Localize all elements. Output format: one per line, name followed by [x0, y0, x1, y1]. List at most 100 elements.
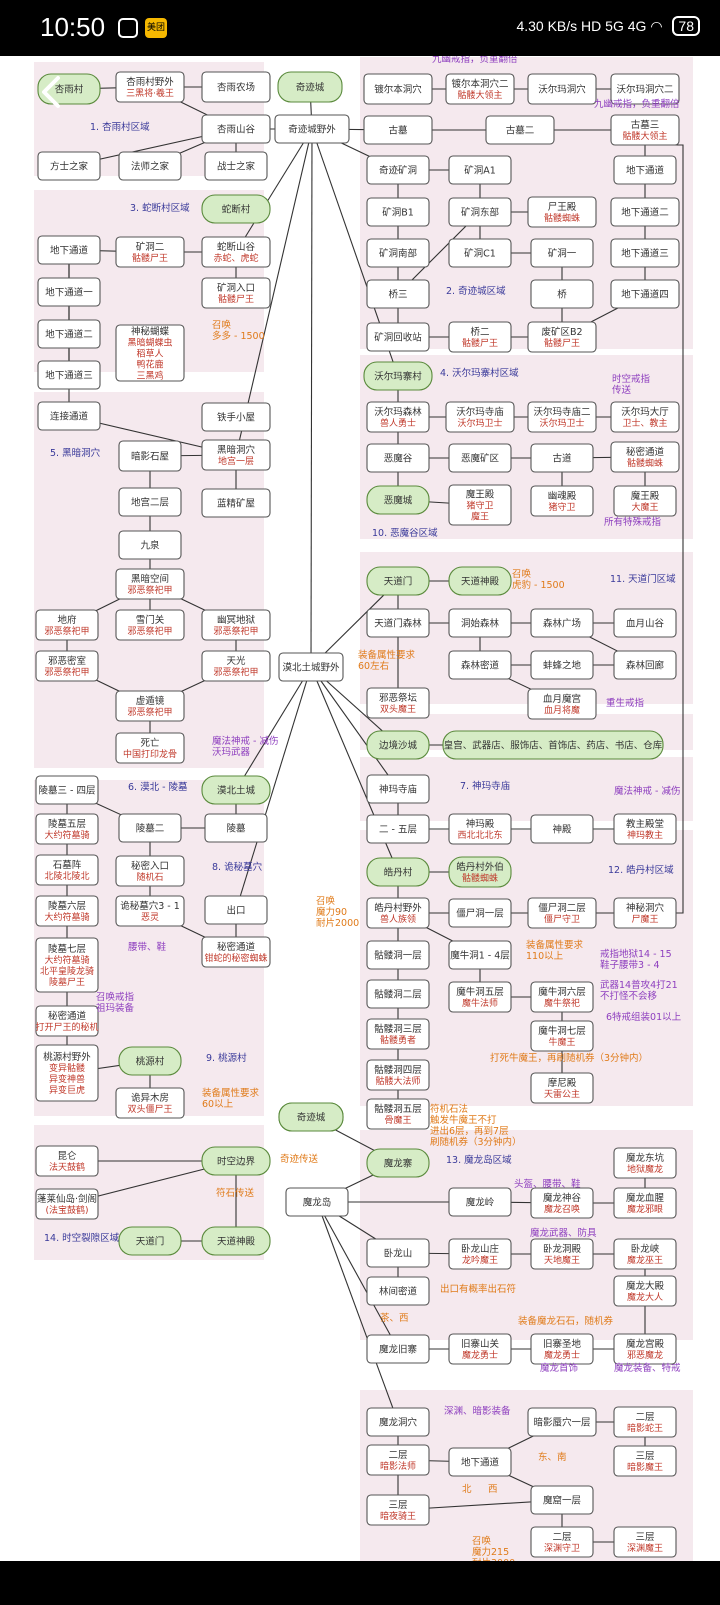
- node-box[interactable]: [118, 530, 182, 560]
- map-node-n108[interactable]: 二 - 五层: [366, 814, 430, 844]
- node-box[interactable]: [37, 319, 101, 349]
- node-box[interactable]: [366, 814, 430, 844]
- map-node-n50[interactable]: 漠北土城野外: [278, 652, 344, 682]
- node-box[interactable]: [448, 566, 512, 596]
- node-box[interactable]: [366, 730, 430, 760]
- node-box[interactable]: [204, 151, 268, 181]
- map-node-n54[interactable]: 蓬莱仙岛·剑阁(法宝鼓鹤): [35, 1188, 99, 1220]
- map-node-n23[interactable]: 地宫二层: [118, 487, 182, 517]
- map-node-n98[interactable]: 森林广场: [530, 608, 594, 638]
- node-box[interactable]: [37, 360, 101, 390]
- map-node-n76[interactable]: 桥: [530, 279, 594, 309]
- map-node-n75[interactable]: 桥三: [366, 279, 430, 309]
- node-box[interactable]: [613, 1275, 677, 1307]
- node-box[interactable]: [530, 1238, 594, 1270]
- map-node-n135[interactable]: 卧龙山: [366, 1238, 430, 1268]
- map-node-n74[interactable]: 地下通道三: [610, 238, 680, 268]
- node-box[interactable]: [613, 1147, 677, 1179]
- node-box[interactable]: [527, 1407, 597, 1437]
- node-box[interactable]: [613, 897, 677, 929]
- map-node-n81[interactable]: 沃尔玛寨村: [363, 361, 433, 391]
- map-node-n128[interactable]: 奇迹城: [278, 1102, 344, 1132]
- node-box[interactable]: [366, 238, 430, 268]
- node-box[interactable]: [610, 441, 680, 473]
- map-node-n72[interactable]: 矿洞C1: [448, 238, 512, 268]
- node-box[interactable]: [366, 1494, 430, 1526]
- node-box[interactable]: [118, 440, 182, 472]
- node-box[interactable]: [366, 566, 430, 596]
- node-box[interactable]: [527, 401, 597, 433]
- node-box[interactable]: [442, 730, 664, 760]
- map-node-n110[interactable]: 神殿: [530, 814, 594, 844]
- node-box[interactable]: [201, 775, 271, 805]
- node-box[interactable]: [448, 856, 512, 888]
- node-box[interactable]: [366, 897, 430, 929]
- node-box[interactable]: [366, 1334, 430, 1364]
- node-box[interactable]: [366, 1407, 430, 1437]
- node-box[interactable]: [613, 485, 677, 517]
- node-box[interactable]: [530, 1072, 594, 1104]
- map-node-n5[interactable]: 杏雨山谷: [201, 114, 271, 144]
- map-node-n132[interactable]: 魔龙岭: [448, 1187, 512, 1217]
- node-box[interactable]: [118, 487, 182, 517]
- node-box[interactable]: [610, 238, 680, 268]
- map-node-n47[interactable]: 桃源村: [118, 1046, 182, 1076]
- node-box[interactable]: [118, 813, 182, 843]
- node-box[interactable]: [448, 321, 512, 353]
- node-box[interactable]: [35, 1005, 99, 1037]
- node-box[interactable]: [278, 652, 344, 682]
- node-box[interactable]: [530, 238, 594, 268]
- node-box[interactable]: [613, 1445, 677, 1477]
- map-node-n57[interactable]: 镀尔本洞穴: [363, 73, 433, 105]
- map-node-n3[interactable]: 杏雨农场: [201, 71, 271, 103]
- node-box[interactable]: [366, 608, 430, 638]
- node-box[interactable]: [613, 1187, 677, 1219]
- node-box[interactable]: [201, 277, 271, 309]
- node-box[interactable]: [613, 1526, 677, 1558]
- node-box[interactable]: [366, 1148, 430, 1178]
- node-box[interactable]: [530, 814, 594, 844]
- map-node-n6[interactable]: 奇迹城野外: [274, 114, 350, 144]
- node-box[interactable]: [363, 115, 433, 145]
- node-box[interactable]: [448, 443, 512, 473]
- map-node-n78[interactable]: 矿洞回收站: [366, 322, 430, 352]
- node-box[interactable]: [201, 936, 271, 968]
- node-box[interactable]: [530, 608, 594, 638]
- node-box[interactable]: [201, 488, 271, 518]
- node-box[interactable]: [201, 609, 271, 641]
- node-box[interactable]: [37, 401, 101, 431]
- map-node-n43[interactable]: 出口: [204, 895, 268, 925]
- node-box[interactable]: [35, 1145, 99, 1177]
- node-box[interactable]: [445, 401, 515, 433]
- node-box[interactable]: [530, 485, 594, 517]
- map-node-n119[interactable]: 魔牛洞1 - 4层: [448, 940, 512, 970]
- node-box[interactable]: [448, 1187, 512, 1217]
- node-box[interactable]: [448, 155, 512, 185]
